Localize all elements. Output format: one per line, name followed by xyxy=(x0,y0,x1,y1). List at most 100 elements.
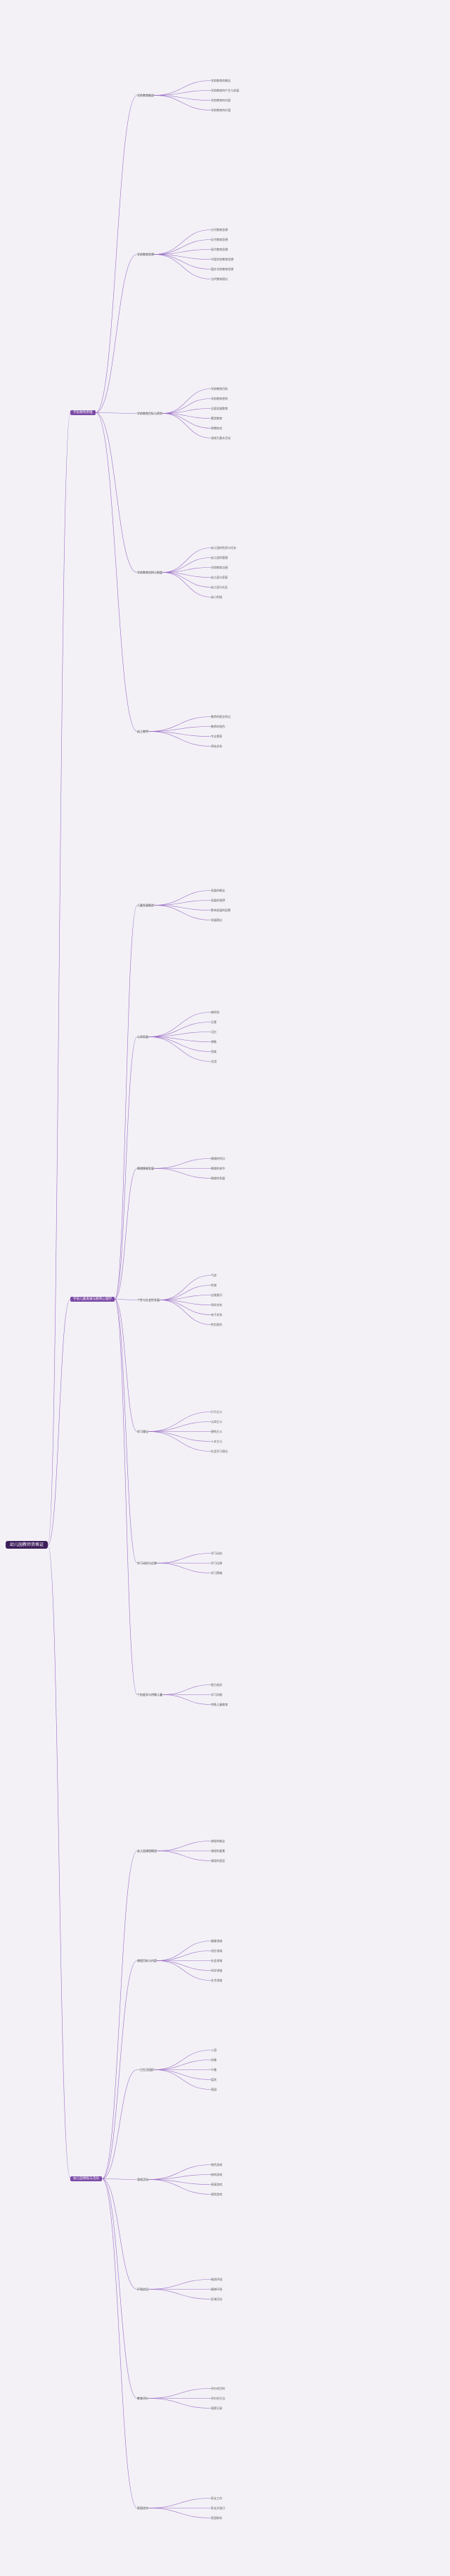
group-node[interactable]: 认知发展 xyxy=(137,1034,148,1039)
group-node[interactable]: 儿童发展概述 xyxy=(137,903,154,907)
leaf-node: 艺术领域 xyxy=(211,1978,222,1982)
leaf-node: 课程的类型 xyxy=(211,1858,225,1863)
leaf-node: 建构主义 xyxy=(211,1430,222,1434)
leaf-node: 规则游戏 xyxy=(211,2193,222,2196)
leaf-node: 中国学前教育思想 xyxy=(211,258,233,261)
leaf-node: 言语 xyxy=(211,1059,217,1063)
group-node[interactable]: 环境创设 xyxy=(137,2287,148,2291)
connector-line xyxy=(153,254,212,260)
connector-line xyxy=(101,2069,138,2179)
group-node[interactable]: 情绪情感发展 xyxy=(137,1166,154,1170)
connector-line xyxy=(153,900,212,906)
leaf-node: 影响发展的因素 xyxy=(211,908,231,912)
leaf-node: 当代教育理论 xyxy=(211,277,228,281)
leaf-node: 气质 xyxy=(211,1274,217,1277)
connector-line xyxy=(162,572,212,588)
connector-line xyxy=(159,1275,212,1300)
connector-line xyxy=(156,1563,212,1573)
branch-node[interactable]: 幼儿园课程与活动 xyxy=(70,2176,102,2181)
leaf-node: 人本主义 xyxy=(211,1440,222,1444)
connector-line xyxy=(153,254,212,279)
connector-line xyxy=(159,1295,212,1300)
leaf-node: 亲子关系 xyxy=(211,1313,222,1316)
connector-line xyxy=(95,254,138,413)
leaf-node: 午睡 xyxy=(211,2068,217,2072)
connector-line xyxy=(153,2060,212,2070)
connector-line xyxy=(162,1684,212,1695)
connector-line xyxy=(162,413,212,419)
connector-line xyxy=(101,2178,138,2290)
connector-line xyxy=(148,1036,212,1042)
connector-line xyxy=(148,2179,212,2195)
connector-line xyxy=(162,547,212,573)
leaf-node: 记忆 xyxy=(211,1029,217,1034)
group-node[interactable]: 家园合作 xyxy=(137,2506,148,2511)
connector-line xyxy=(153,2069,212,2080)
group-node[interactable]: 个别差异与特殊儿童 xyxy=(137,1693,162,1697)
group-node[interactable]: 教育评价 xyxy=(137,2397,148,2401)
group-node[interactable]: 个性与社会性发展 xyxy=(137,1298,160,1302)
connector-line xyxy=(114,1299,138,1432)
connector-line xyxy=(162,1694,212,1705)
connector-line xyxy=(156,1841,212,1851)
leaf-node: 家长开放日 xyxy=(211,2506,225,2511)
leaf-node: 家长工作 xyxy=(211,2496,222,2501)
connector-line xyxy=(148,2279,212,2290)
connector-line xyxy=(162,572,212,578)
leaf-node: 自我意识 xyxy=(211,1293,222,1297)
leaf-node: 国外学前教育思想 xyxy=(211,267,233,271)
connector-line xyxy=(156,1960,212,1981)
connector-line xyxy=(148,2164,212,2180)
leaf-node: 认知主义 xyxy=(211,1420,222,1424)
connector-line xyxy=(95,95,138,413)
leaf-node: 结构游戏 xyxy=(211,2173,222,2176)
connector-line xyxy=(156,1941,212,1961)
group-node[interactable]: 学前教育思想 xyxy=(137,253,154,256)
leaf-node: 特殊儿童教育 xyxy=(211,1703,228,1707)
connector-line xyxy=(156,1851,212,1861)
connector-line xyxy=(47,412,71,1545)
leaf-node: 课程的概念 xyxy=(211,1839,225,1843)
connector-line xyxy=(162,388,212,414)
group-node[interactable]: 课程目标与内容 xyxy=(137,1958,157,1962)
leaf-node: 学前教育的内容 xyxy=(211,99,231,102)
group-node[interactable]: 幼儿园课程概述 xyxy=(137,1848,157,1853)
leaf-node: 幼儿园与社区 xyxy=(211,585,228,589)
connector-line xyxy=(153,239,212,255)
connector-line xyxy=(153,229,212,255)
leaf-node: 情绪的调节 xyxy=(211,1166,225,1170)
leaf-node: 想象 xyxy=(211,1039,217,1043)
connector-line xyxy=(148,2508,212,2518)
leaf-node: 进餐 xyxy=(211,2058,217,2062)
leaf-node: 保教结合 xyxy=(211,426,222,430)
group-node[interactable]: 学习理论 xyxy=(137,1430,148,1434)
connector-line xyxy=(148,1411,212,1432)
connector-line xyxy=(159,1285,212,1300)
leaf-node: 发展理论 xyxy=(211,918,222,922)
connector-line xyxy=(148,1022,212,1037)
group-node[interactable]: 幼儿教师 xyxy=(137,730,148,733)
group-node[interactable]: 学前教育目标与原则 xyxy=(137,412,162,415)
connector-line xyxy=(162,567,212,573)
branch-node[interactable]: 学前儿童发展与教育心理学 xyxy=(70,1297,115,1302)
connector-line xyxy=(159,1300,212,1325)
branch-node[interactable]: 学前教育原理 xyxy=(70,410,96,415)
connector-line xyxy=(153,90,212,96)
leaf-node: 评价的方法 xyxy=(211,2397,225,2401)
connector-line xyxy=(47,1299,71,1545)
connector-line xyxy=(114,1299,138,1695)
group-node[interactable]: 一日生活组织 xyxy=(137,2068,154,2072)
mindmap-root[interactable]: 幼儿园教师资格证 xyxy=(6,1541,49,1549)
group-node[interactable]: 学习动机与迁移 xyxy=(137,1561,157,1566)
leaf-node: 感知觉 xyxy=(211,1010,219,1014)
leaf-node: 性格 xyxy=(211,1283,217,1287)
group-node[interactable]: 学前教育机构与制度 xyxy=(137,571,162,574)
group-node[interactable]: 游戏活动 xyxy=(137,2178,148,2181)
leaf-node: 语言领域 xyxy=(211,1948,222,1953)
connector-line xyxy=(114,905,138,1300)
leaf-node: 健康领域 xyxy=(211,1939,222,1943)
connector-line xyxy=(114,1036,138,1300)
connector-line xyxy=(148,1036,212,1062)
leaf-node: 学前教育的价值 xyxy=(211,108,231,112)
group-node[interactable]: 学前教育概述 xyxy=(137,94,154,97)
